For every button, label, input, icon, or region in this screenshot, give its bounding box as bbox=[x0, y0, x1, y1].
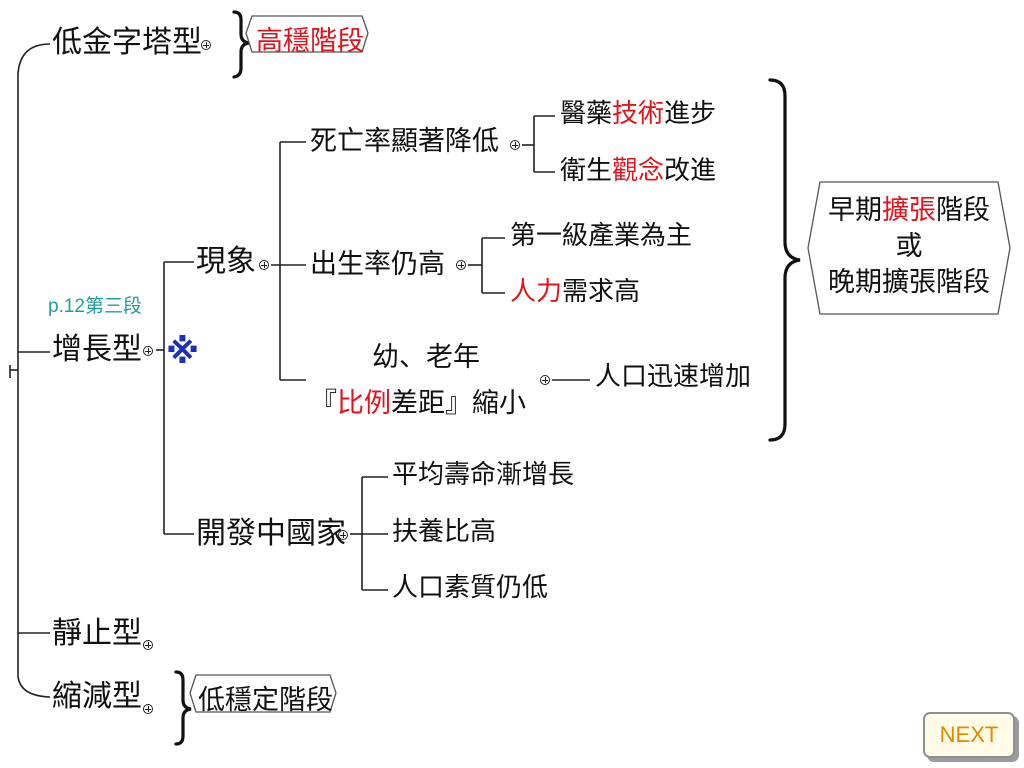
next-button[interactable]: NEXT bbox=[923, 712, 1015, 758]
expand-icon[interactable] bbox=[338, 530, 348, 540]
expand-icon[interactable] bbox=[259, 260, 269, 270]
expand-icon[interactable] bbox=[143, 640, 153, 650]
node-age-line2: 『比例差距』縮小 bbox=[310, 388, 526, 419]
cause-primary-industry: 第一級產業為主 bbox=[510, 221, 693, 251]
item-life-expectancy: 平均壽命漸增長 bbox=[392, 460, 575, 490]
result-rapid-increase: 人口迅速增加 bbox=[595, 362, 752, 392]
tag-low-stable-frame bbox=[189, 674, 337, 713]
node-low-pyramid: 低金字塔型 bbox=[52, 26, 202, 59]
cause-hygiene: 衛生觀念改進 bbox=[560, 156, 717, 186]
expansion-early: 早期擴張階段 bbox=[828, 195, 990, 225]
expansion-or: 或 bbox=[895, 231, 923, 261]
tag-high-stable: 高穩階段 bbox=[256, 26, 364, 56]
expansion-late: 晚期擴張階段 bbox=[828, 267, 990, 297]
expand-icon[interactable] bbox=[201, 40, 211, 50]
node-death-rate: 死亡率顯著降低 bbox=[310, 126, 499, 157]
cause-labor-demand: 人力需求高 bbox=[510, 277, 641, 307]
tag-low-stable: 低穩定階段 bbox=[198, 685, 333, 715]
item-quality: 人口素質仍低 bbox=[392, 573, 549, 603]
item-dependency: 扶養比高 bbox=[392, 517, 497, 547]
node-growth: 增長型 bbox=[52, 333, 142, 366]
node-age-line1: 幼、老年 bbox=[372, 342, 480, 373]
expand-icon[interactable] bbox=[456, 260, 466, 270]
page-reference: p.12第三段 bbox=[48, 296, 142, 317]
node-stationary: 靜止型 bbox=[52, 617, 142, 650]
expand-icon[interactable] bbox=[143, 346, 153, 356]
tag-expansion-stage: 早期擴張階段 或 晚期擴張階段 bbox=[820, 192, 998, 300]
asterisk-mark: ※ bbox=[166, 332, 200, 372]
tag-expansion-frame bbox=[807, 181, 1011, 315]
node-developing: 開發中國家 bbox=[196, 517, 346, 550]
expand-icon[interactable] bbox=[510, 140, 520, 150]
node-phenomena: 現象 bbox=[196, 245, 256, 278]
expand-icon[interactable] bbox=[540, 375, 550, 385]
tag-high-stable-frame bbox=[245, 15, 369, 53]
expand-icon[interactable] bbox=[143, 704, 153, 714]
node-shrinking: 縮減型 bbox=[52, 680, 142, 713]
cause-medical: 醫藥技術進步 bbox=[560, 99, 717, 129]
node-birth-rate: 出生率仍高 bbox=[310, 249, 445, 280]
